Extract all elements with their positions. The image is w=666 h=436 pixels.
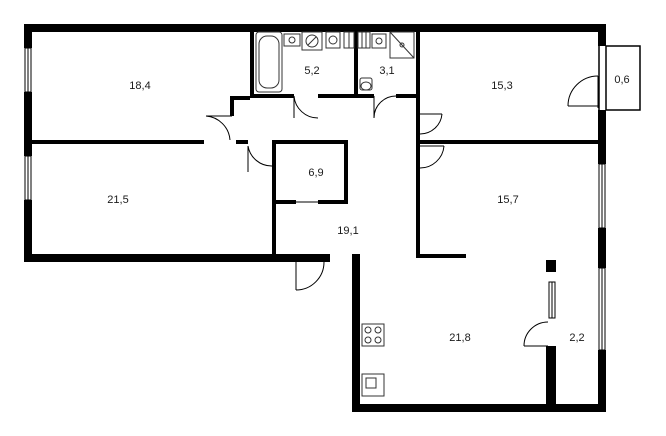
exterior-walls bbox=[24, 24, 606, 412]
washer-icon bbox=[301, 31, 323, 51]
door-swings bbox=[205, 75, 599, 347]
stove-icon bbox=[361, 323, 385, 347]
room-area-label: 2,2 bbox=[569, 332, 584, 344]
balcony bbox=[598, 45, 641, 111]
kitchen-sink-icon bbox=[361, 373, 385, 397]
room-area-label: 19,1 bbox=[337, 225, 358, 237]
room-area-label: 5,2 bbox=[304, 65, 319, 77]
room-area-label: 15,3 bbox=[491, 80, 512, 92]
bathtub-icon bbox=[255, 31, 283, 93]
room-area-label: 15,7 bbox=[497, 194, 518, 206]
room-labels: 18,4 5,2 3,1 15,3 0,6 21,5 6,9 19,1 15,7… bbox=[107, 65, 629, 344]
kitchen-fixtures bbox=[361, 323, 385, 397]
room-area-label: 3,1 bbox=[379, 65, 394, 77]
room-area-label: 6,9 bbox=[308, 167, 323, 179]
room-area-label: 21,8 bbox=[449, 332, 470, 344]
room-area-label: 18,4 bbox=[129, 80, 150, 92]
shower-icon bbox=[389, 31, 415, 59]
fixtures bbox=[255, 31, 415, 93]
room-area-label: 0,6 bbox=[614, 74, 629, 86]
room-area-label: 21,5 bbox=[107, 194, 128, 206]
interior-walls bbox=[28, 24, 600, 408]
windows bbox=[24, 47, 606, 351]
sink-icon bbox=[283, 33, 301, 47]
